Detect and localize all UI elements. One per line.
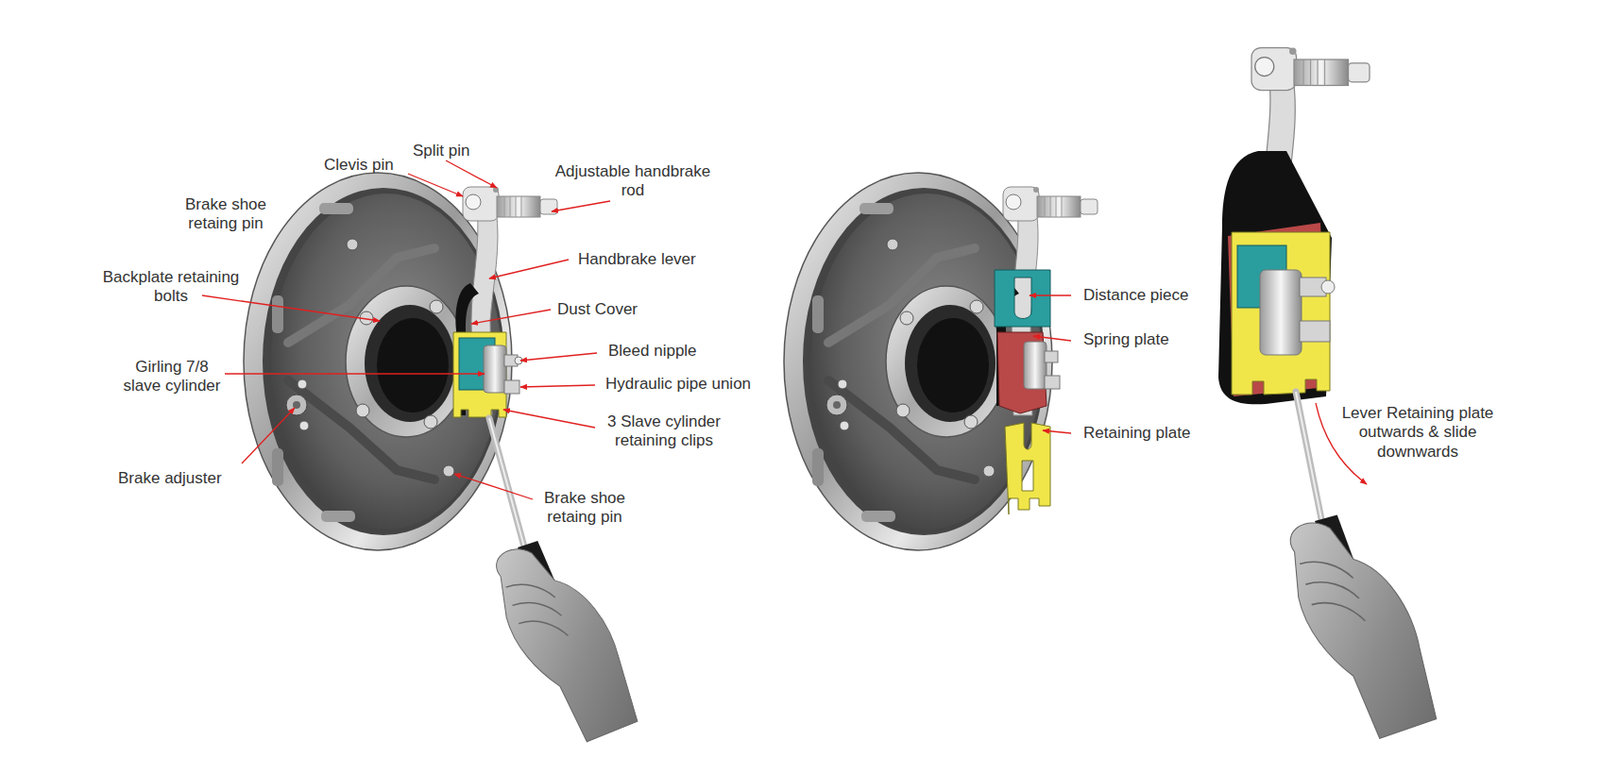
- leader-lines: [202, 160, 1367, 500]
- leader-line: [471, 309, 551, 324]
- pipe-union: [504, 380, 520, 394]
- leader-line: [1029, 294, 1072, 296]
- screwdriver-shaft: [489, 418, 526, 551]
- leader-line: [489, 259, 569, 279]
- part-label: Hydraulic pipe union: [605, 374, 785, 394]
- brake-drum: [783, 172, 1053, 551]
- leader-line: [551, 201, 611, 212]
- hand: [493, 530, 640, 751]
- part-label: Brake shoe retaing pin: [536, 489, 633, 528]
- leader-line: [520, 353, 597, 361]
- part-label: 3 Slave cylinder retaining clips: [596, 412, 732, 452]
- leader-line: [1033, 336, 1072, 341]
- retaining-plate: [1004, 423, 1051, 515]
- part-label: Brake shoe retaing pin: [177, 195, 274, 235]
- hand: [1288, 508, 1438, 746]
- leader-line: [241, 408, 295, 464]
- bleed-nipple: [1044, 351, 1058, 363]
- part-label: Bleed nipple: [608, 341, 722, 361]
- part-label: Clevis pin: [323, 155, 414, 175]
- part-label: Brake adjuster: [118, 469, 251, 489]
- bleed-nipple-tip: [1321, 280, 1335, 294]
- part-label: Spring plate: [1083, 330, 1216, 350]
- leader-line: [1042, 430, 1072, 434]
- leader-line: [202, 295, 380, 322]
- pipe-union: [1299, 321, 1330, 342]
- part-label: Handbrake lever: [578, 250, 720, 270]
- part-label: Backplate retaining bolts: [94, 268, 248, 307]
- brake-drum: [243, 172, 512, 551]
- part-label: Adjustable handbrake rod: [553, 162, 713, 202]
- dust-cover: [1218, 151, 1332, 405]
- slave-cylinder: [1259, 270, 1302, 356]
- pipe-union: [1044, 375, 1060, 390]
- slave-cylinder: [483, 345, 507, 393]
- leader-line: [454, 474, 533, 500]
- slave-cylinder: [1023, 341, 1047, 390]
- leader-line: [503, 409, 596, 428]
- part-label: Girling 7/8 slave cylinder: [115, 357, 229, 397]
- leader-line: [408, 173, 463, 197]
- leader-line: [520, 385, 596, 388]
- part-label: Dust Cover: [557, 300, 671, 320]
- leader-line: [224, 373, 485, 375]
- part-label: Distance piece: [1083, 286, 1216, 306]
- part-label: Split pin: [412, 141, 498, 161]
- leader-line: [445, 160, 497, 188]
- spring-plate: [997, 332, 1047, 414]
- retaining-plate: [453, 332, 507, 418]
- screwdriver-shine: [489, 418, 526, 551]
- part-label: Retaining plate: [1083, 424, 1226, 443]
- retaining-plate: [1231, 232, 1330, 395]
- part-label: Lever Retaining plate outwards & slide d…: [1331, 404, 1504, 462]
- distance-piece: [994, 270, 1051, 327]
